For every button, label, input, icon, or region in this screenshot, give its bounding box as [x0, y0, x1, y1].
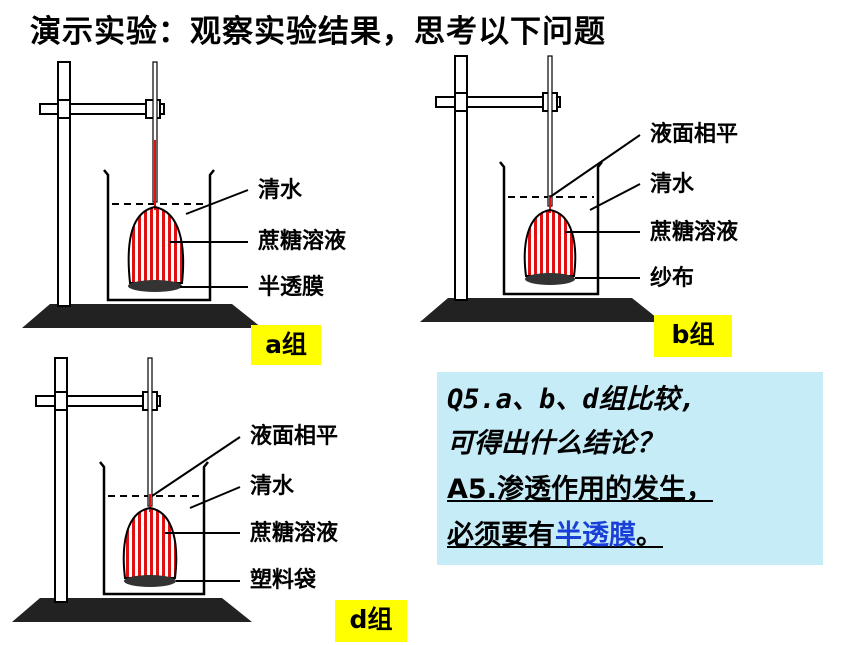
label-d-sucrose: 蔗糖溶液: [250, 521, 339, 546]
label-a-membrane: 半透膜: [258, 275, 325, 300]
label-a-sucrose: 蔗糖溶液: [258, 229, 347, 254]
apparatus-a: [22, 61, 262, 328]
answer-line-1: A5.渗透作用的发生，: [447, 474, 713, 505]
question-line-1: Q5.a、b、d组比较,: [447, 384, 696, 415]
group-tag-b: b组: [654, 315, 732, 357]
label-d-level: 液面相平: [250, 424, 339, 449]
qa-box: Q5.a、b、d组比较, 可得出什么结论？ A5.渗透作用的发生， 必须要有半透…: [437, 372, 823, 565]
label-b-sucrose: 蔗糖溶液: [650, 220, 739, 245]
label-b-level: 液面相平: [650, 122, 739, 147]
answer-suffix: 。: [636, 520, 663, 551]
question-line-2: 可得出什么结论？: [447, 428, 663, 459]
apparatus-d: [12, 357, 252, 622]
group-tag-d: d组: [335, 600, 407, 642]
apparatus-b: [420, 55, 662, 322]
slide-title: 演示实验：观察实验结果，思考以下问题: [30, 14, 606, 50]
label-d-plastic-bag: 塑料袋: [250, 568, 317, 593]
answer-line-2: 必须要有半透膜。: [447, 520, 663, 552]
group-tag-a: a组: [251, 325, 321, 365]
answer-prefix: 必须要有: [447, 520, 555, 551]
label-b-gauze: 纱布: [650, 266, 695, 291]
label-d-water: 清水: [250, 474, 295, 499]
label-a-water: 清水: [258, 178, 303, 203]
label-b-water: 清水: [650, 172, 695, 197]
answer-highlight-link[interactable]: 半透膜: [555, 520, 636, 551]
